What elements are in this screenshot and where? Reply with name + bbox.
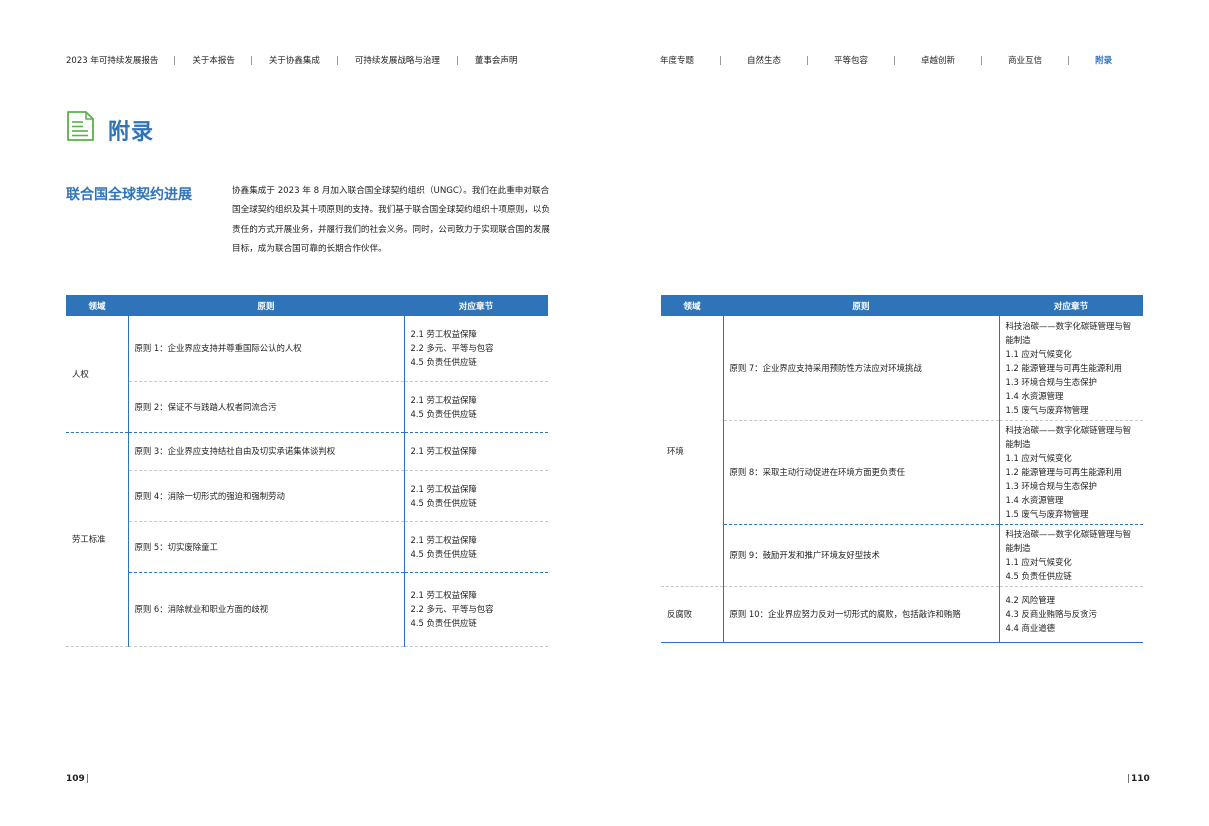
column-header-principle: 原则 — [723, 295, 999, 316]
column-header-principle: 原则 — [128, 295, 404, 316]
chapters-cell: 科技治碳——数字化碳链管理与智能制造 1.1 应对气候变化 1.2 能源管理与可… — [999, 316, 1143, 421]
table-row: 人权 原则 1：企业界应支持并尊重国际公认的人权 2.1 劳工权益保障 2.2 … — [66, 316, 548, 433]
nav-separator — [720, 55, 722, 65]
principle-cell: 原则 8：采取主动行动促进在环境方面更负责任 — [723, 420, 1000, 525]
nav-separator — [807, 55, 809, 65]
nav-equality-inclusion[interactable]: 平等包容 — [834, 56, 869, 66]
domain-cell: 人权 — [66, 316, 129, 433]
principle-cell: 原则 3：企业界应支持结社自由及切实承诺集体谈判权 — [128, 432, 405, 471]
top-nav-left: 2023 年可持续发展报告 关于本报告 关于协鑫集成 可持续发展战略与治理 董事… — [66, 54, 517, 66]
domain-cell: 劳工标准 — [66, 432, 129, 647]
section-title: 联合国全球契约进展 — [66, 187, 192, 203]
nav-annual-topic[interactable]: 年度专题 — [660, 56, 695, 66]
chapters-cell: 2.1 劳工权益保障 4.5 负责任供应链 — [404, 521, 548, 573]
principle-cell: 原则 2：保证不与践踏人权者同流合污 — [128, 381, 405, 433]
chapters-cell: 科技治碳——数字化碳链管理与智能制造 1.1 应对气候变化 4.5 负责任供应链 — [999, 524, 1143, 587]
principle-cell: 原则 5：切实废除童工 — [128, 521, 405, 573]
nav-strategy-governance[interactable]: 可持续发展战略与治理 — [354, 56, 440, 66]
page-number-left-value: 109 — [66, 774, 85, 784]
table-row: 原则 8：采取主动行动促进在环境方面更负责任 科技治碳——数字化碳链管理与智能制… — [661, 420, 1143, 525]
table-row: 反腐败 原则 10：企业界应努力反对一切形式的腐败，包括敲诈和贿赂 4.2 风险… — [661, 586, 1143, 643]
principle-cell: 原则 10：企业界应努力反对一切形式的腐败，包括敲诈和贿赂 — [723, 586, 1000, 643]
principle-cell: 原则 4：消除一切形式的强迫和强制劳动 — [128, 470, 405, 522]
domain-cell: 反腐败 — [661, 586, 724, 643]
chapters-cell: 2.1 劳工权益保障 — [404, 432, 548, 471]
principle-cell: 原则 9：鼓励开发和推广环境友好型技术 — [723, 524, 1000, 587]
principle-cell: 原则 7：企业界应支持采用预防性方法应对环境挑战 — [723, 316, 1000, 421]
page-title: 附录 — [108, 120, 155, 145]
section-intro-text: 协鑫集成于 2023 年 8 月加入联合国全球契约组织（UNGC）。我们在此重申… — [232, 186, 550, 255]
nav-excellent-innovation[interactable]: 卓越创新 — [921, 56, 956, 66]
table-row: 原则 6：消除就业和职业方面的歧视 2.1 劳工权益保障 2.2 多元、平等与包… — [66, 572, 548, 647]
column-header-chapters: 对应章节 — [999, 295, 1143, 316]
table-row: 劳工标准 原则 3：企业界应支持结社自由及切实承诺集体谈判权 2.1 劳工权益保… — [66, 432, 548, 647]
table-row: 环境 原则 7：企业界应支持采用预防性方法应对环境挑战 科技治碳——数字化碳链管… — [661, 316, 1143, 587]
table-row: 原则 5：切实废除童工 2.1 劳工权益保障 4.5 负责任供应链 — [66, 521, 548, 573]
document-icon — [66, 110, 96, 142]
table-row: 原则 2：保证不与践踏人权者同流合污 2.1 劳工权益保障 4.5 负责任供应链 — [66, 381, 548, 433]
nav-business-trust[interactable]: 商业互信 — [1008, 56, 1043, 66]
nav-appendix[interactable]: 附录 — [1095, 56, 1113, 66]
column-header-domain: 领域 — [661, 295, 723, 316]
chapters-cell: 4.2 风险管理 4.3 反商业贿赂与反贪污 4.4 商业道德 — [999, 586, 1143, 643]
nav-natural-ecology[interactable]: 自然生态 — [747, 56, 782, 66]
nav-about-report[interactable]: 关于本报告 — [192, 56, 235, 66]
principles-table-right: 领域 原则 对应章节 环境 原则 7：企业界应支持采用预防性方法应对环境挑战 科… — [661, 295, 1143, 643]
nav-report-title[interactable]: 2023 年可持续发展报告 — [66, 56, 159, 66]
nav-board-statement[interactable]: 董事会声明 — [474, 56, 518, 66]
nav-separator — [1068, 55, 1070, 65]
page-number-bar — [1128, 774, 1129, 783]
table-row: 原则 4：消除一切形式的强迫和强制劳动 2.1 劳工权益保障 4.5 负责任供应… — [66, 470, 548, 522]
chapters-cell: 2.1 劳工权益保障 4.5 负责任供应链 — [404, 470, 548, 522]
nav-separator — [336, 55, 338, 65]
page-number-left: 109 — [66, 774, 90, 784]
nav-separator — [456, 55, 458, 65]
page-number-right: 110 — [1126, 774, 1150, 784]
column-header-chapters: 对应章节 — [404, 295, 548, 316]
nav-separator — [250, 55, 252, 65]
chapters-cell: 2.1 劳工权益保障 2.2 多元、平等与包容 4.5 负责任供应链 — [404, 572, 548, 647]
nav-about-company[interactable]: 关于协鑫集成 — [268, 56, 320, 66]
principles-table-left: 领域 原则 对应章节 人权 原则 1：企业界应支持并尊重国际公认的人权 2.1 … — [66, 295, 548, 647]
page-number-bar — [86, 774, 88, 783]
chapters-cell: 2.1 劳工权益保障 4.5 负责任供应链 — [404, 381, 548, 433]
chapters-cell: 科技治碳——数字化碳链管理与智能制造 1.1 应对气候变化 1.2 能源管理与可… — [999, 420, 1143, 525]
domain-cell: 环境 — [661, 316, 724, 587]
principle-cell: 原则 1：企业界应支持并尊重国际公认的人权 — [128, 316, 405, 382]
column-header-domain: 领域 — [66, 295, 128, 316]
chapters-cell: 2.1 劳工权益保障 2.2 多元、平等与包容 4.5 负责任供应链 — [404, 316, 548, 382]
nav-separator — [981, 55, 983, 65]
top-nav-right: 年度专题 自然生态 平等包容 卓越创新 商业互信 附录 — [660, 54, 1112, 66]
nav-separator — [174, 55, 176, 65]
principle-cell: 原则 6：消除就业和职业方面的歧视 — [128, 572, 405, 647]
nav-separator — [894, 55, 896, 65]
page-number-right-value: 110 — [1131, 774, 1150, 784]
table-row: 原则 9：鼓励开发和推广环境友好型技术 科技治碳——数字化碳链管理与智能制造 1… — [661, 524, 1143, 587]
